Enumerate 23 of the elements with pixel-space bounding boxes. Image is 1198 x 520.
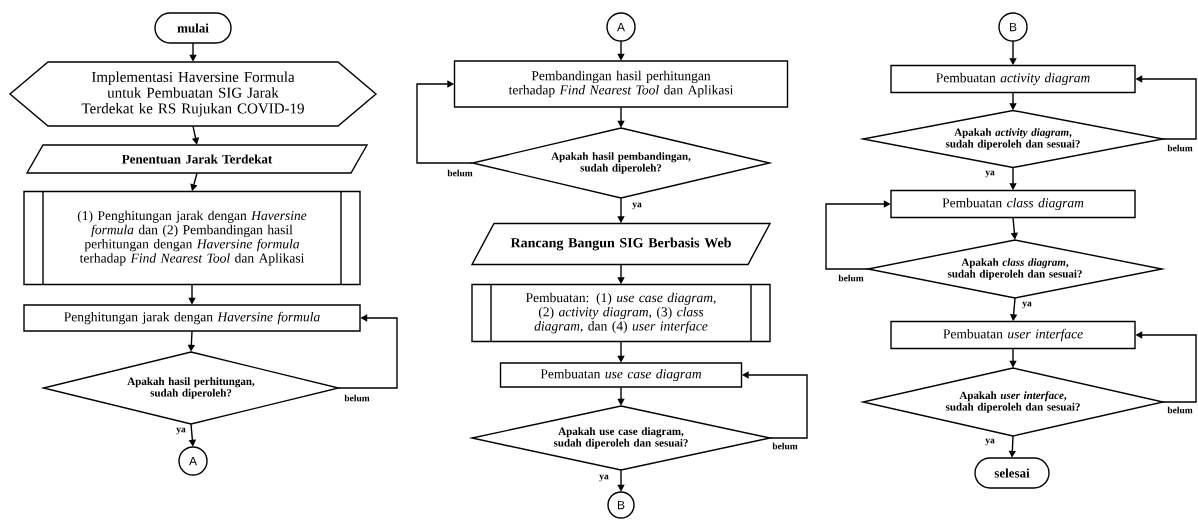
edge-label: ya	[598, 473, 610, 483]
edge-label: ya	[1021, 300, 1033, 310]
edge-label: ya	[175, 426, 187, 436]
edge-label: belum	[771, 441, 799, 451]
edge-label: belum	[343, 393, 371, 403]
arrow	[338, 314, 398, 389]
terminal-box: selesai	[974, 457, 1050, 489]
process-box: Pembandingan hasil perhitungan terhadap Find Nearest Tool dan Aplikasi	[453, 60, 789, 108]
process-box: Pembuatan user interface	[890, 320, 1136, 350]
terminal-box: mulai	[154, 12, 232, 44]
edge-label: belum	[837, 273, 865, 283]
arrow	[416, 80, 473, 164]
edge-label: belum	[1166, 143, 1194, 153]
process-box: Pembuatan class diagram	[890, 189, 1136, 219]
subprocess-box: (1) Penghitungan jarak dengan Haversine formula dan (2) Pembandingan hasil perhitungan dengan Haversine formula terhadap Find Nearest Tool dan Aplikasi	[23, 190, 361, 286]
process-box: Penghitungan jarak dengan Haversine formula	[23, 304, 361, 332]
edge-label: ya	[984, 437, 996, 447]
process-box: Pembuatan activity diagram	[890, 64, 1136, 94]
process-box: Pembuatan use case diagram	[499, 362, 743, 388]
edge-label: ya	[631, 201, 643, 211]
edge-label: belum	[1166, 405, 1194, 415]
edge-label: ya	[984, 169, 996, 179]
subprocess-box: Pembuatan: (1) use case diagram, (2) activity diagram, (3) class diagram, dan (4) user interface	[471, 283, 771, 343]
